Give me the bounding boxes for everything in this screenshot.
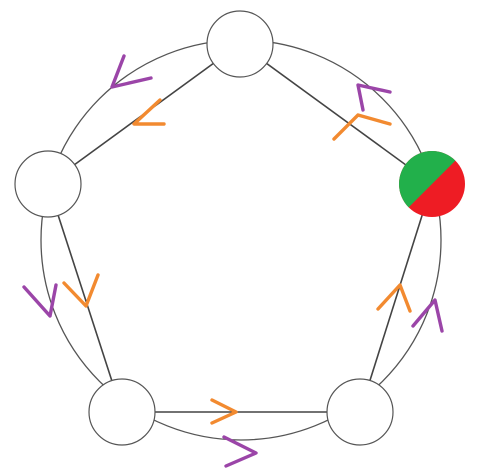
edge-top-right [239,43,433,185]
node-right [399,151,465,217]
node-right-green-half [399,151,465,217]
edge-bottomleft-left [47,183,123,413]
orange-arrow-top-right [332,113,392,141]
node-top [206,10,274,78]
outer-ring-edge [40,39,442,441]
purple-arrow-top-right [356,83,392,112]
purple-arrow-bottom [222,435,258,468]
orange-arrow-right [376,283,412,313]
purple-arrow-right [411,298,444,333]
purple-arrow-left [22,283,58,318]
purple-arrow-top-left [110,54,153,89]
orange-arrow-bottom [210,398,238,425]
node-bottom-right [326,378,394,446]
edge-right-bottomright [359,183,433,413]
node-left [14,150,82,218]
orange-arrow-top-left [132,98,166,126]
node-bottom-left [88,378,156,446]
orange-arrow-left [62,273,100,308]
